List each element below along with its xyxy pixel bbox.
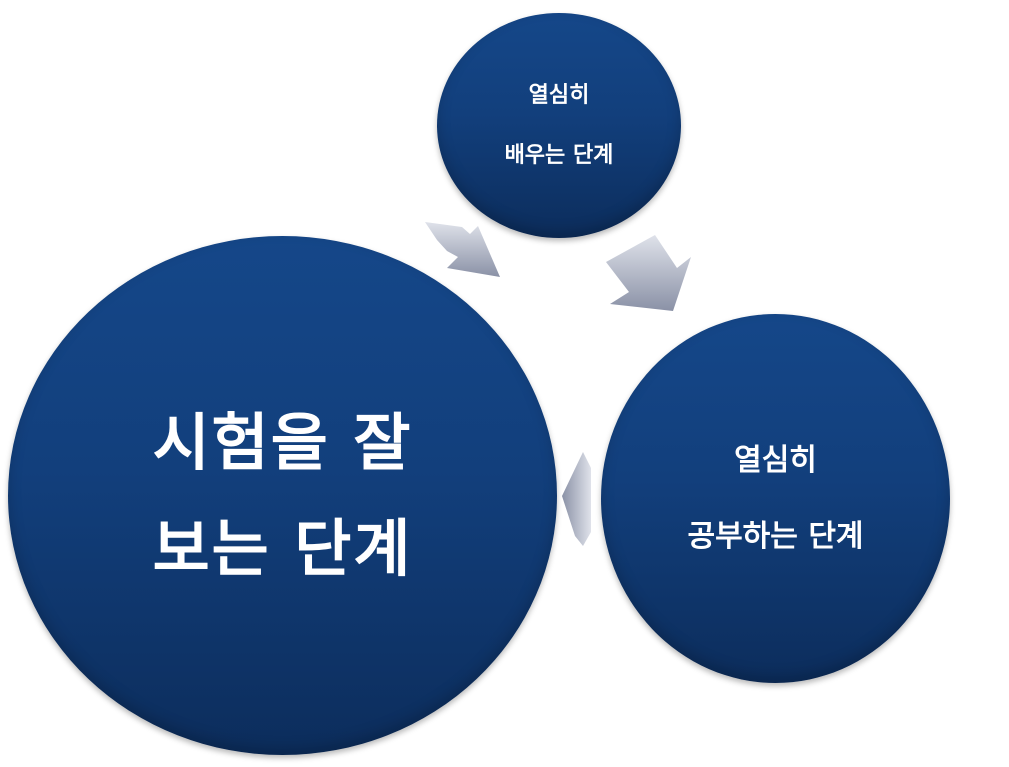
node-exam-line-1: 시험을 잘 xyxy=(152,405,413,479)
node-learn-line-2: 배우는 단계 xyxy=(504,142,614,168)
node-learn-line-1: 열심히 xyxy=(528,82,590,108)
node-exam: 시험을 잘 보는 단계 xyxy=(8,236,557,755)
arrow-exam-to-learn xyxy=(425,222,500,277)
node-study: 열심히 공부하는 단계 xyxy=(601,314,950,683)
node-learn: 열심히 배우는 단계 xyxy=(437,13,681,238)
node-study-line-2: 공부하는 단계 xyxy=(687,518,864,554)
node-exam-line-2: 보는 단계 xyxy=(152,511,413,585)
arrow-learn-to-study xyxy=(606,235,691,311)
arrow-study-to-exam xyxy=(562,452,591,546)
node-study-line-1: 열심히 xyxy=(734,442,817,478)
